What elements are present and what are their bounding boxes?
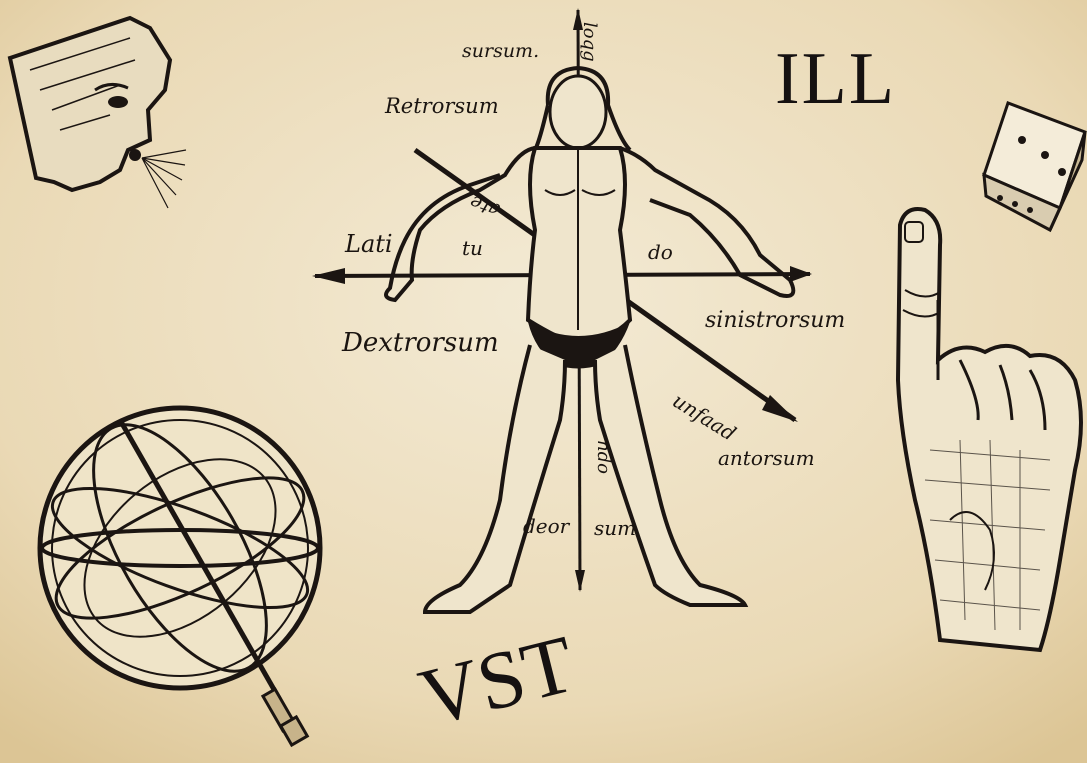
- label-do: do: [648, 242, 673, 262]
- label-retrorsum: Retrorsum: [385, 96, 499, 117]
- label-sum: sum: [594, 518, 636, 538]
- label-ndo: ndo: [594, 440, 612, 474]
- label-deor: deor: [523, 516, 569, 536]
- label-antorsum: antorsum: [718, 448, 815, 468]
- label-sinistrorsum: sinistrorsum: [705, 310, 845, 332]
- label-sursum: sursum.: [462, 42, 539, 61]
- corner-text-ill: ILL: [775, 42, 896, 116]
- label-lati: Lati: [345, 232, 393, 256]
- label-tu: tu: [462, 238, 483, 258]
- label-dextrorsum: Dextrorsum: [342, 330, 499, 356]
- label-loqg: loqg: [580, 22, 598, 62]
